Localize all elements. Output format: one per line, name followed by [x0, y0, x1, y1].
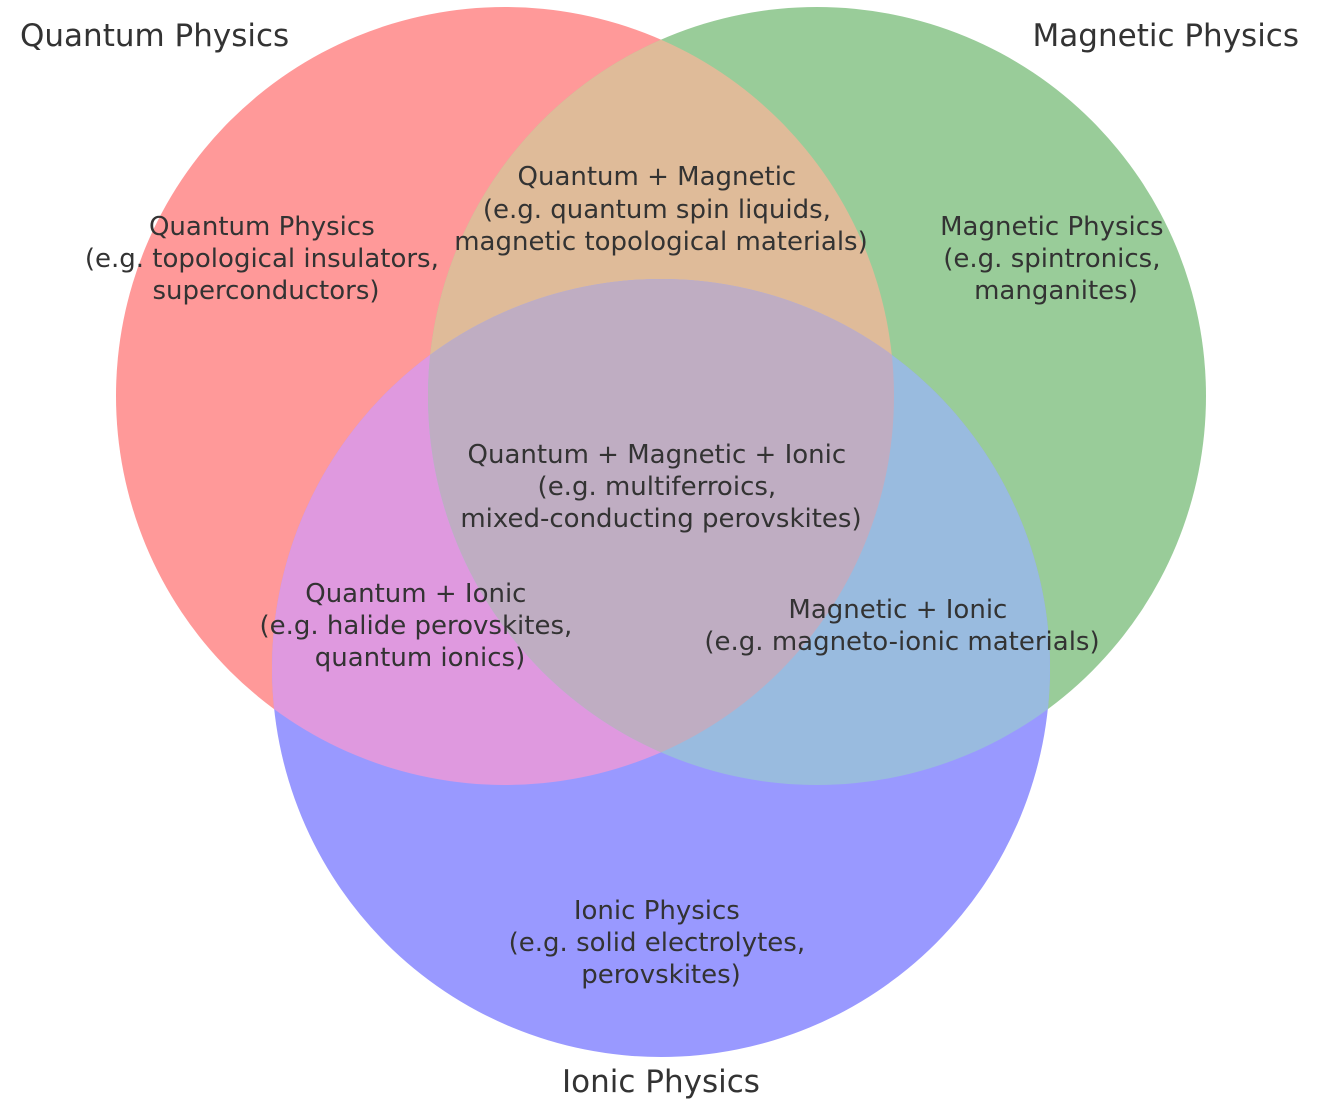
quantum-set-title: Quantum Physics — [20, 18, 289, 54]
quantum-ionic-label: Quantum + Ionic (e.g. halide perovskites… — [259, 579, 580, 673]
all-three-label: Quantum + Magnetic + Ionic (e.g. multife… — [460, 440, 861, 534]
ionic-set-title: Ionic Physics — [562, 1064, 760, 1100]
ionic-only-label: Ionic Physics (e.g. solid electrolytes, … — [509, 896, 814, 990]
quantum-magnetic-label: Quantum + Magnetic (e.g. quantum spin li… — [454, 162, 868, 257]
magnetic-ionic-label: Magnetic + Ionic (e.g. magneto-ionic mat… — [704, 595, 1099, 657]
quantum-only-label: Quantum Physics (e.g. topological insula… — [85, 212, 447, 306]
magnetic-set-title: Magnetic Physics — [1033, 18, 1299, 54]
magnetic-only-label: Magnetic Physics (e.g. spintronics, mang… — [940, 212, 1172, 306]
all-three-region — [428, 279, 894, 785]
